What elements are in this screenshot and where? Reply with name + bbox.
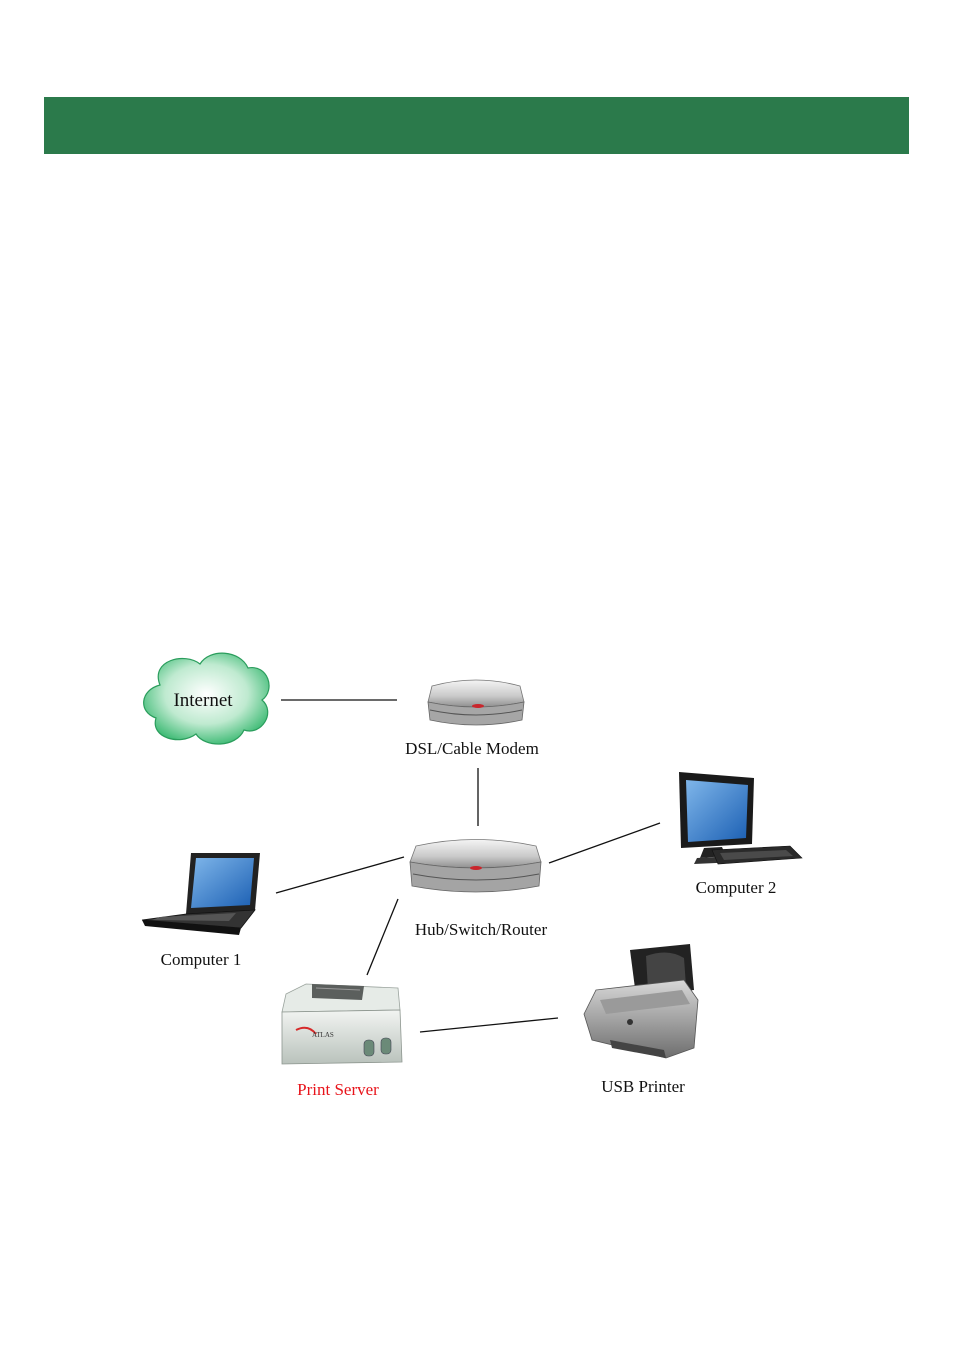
modem-icon <box>428 680 524 725</box>
computer1-label: Computer 1 <box>161 950 242 969</box>
modem-node: DSL/Cable Modem <box>405 680 539 758</box>
edge-hub-printserver <box>367 899 398 975</box>
internet-label: Internet <box>173 690 233 711</box>
internet-node: Internet <box>144 653 269 744</box>
modem-label: DSL/Cable Modem <box>405 739 539 758</box>
edge-hub-computer2 <box>549 823 660 863</box>
edge-computer1-hub <box>276 857 404 893</box>
router-icon <box>410 840 541 893</box>
hub-label: Hub/Switch/Router <box>415 920 548 939</box>
svg-text:ATLAS: ATLAS <box>312 1031 334 1039</box>
computer1-node: Computer 1 <box>142 853 260 969</box>
printer-icon <box>584 944 698 1058</box>
printer-label: USB Printer <box>601 1077 685 1096</box>
desktop-monitor-icon <box>679 772 802 864</box>
hub-node: Hub/Switch/Router <box>410 840 547 940</box>
edge-printserver-printer <box>420 1018 558 1032</box>
laptop-icon <box>142 853 260 935</box>
print-server-node: ATLAS Print Server <box>282 984 402 1099</box>
computer2-label: Computer 2 <box>696 878 777 897</box>
printer-node: USB Printer <box>584 944 698 1096</box>
computer2-node: Computer 2 <box>679 772 802 897</box>
print-server-icon: ATLAS <box>282 984 402 1064</box>
print-server-label: Print Server <box>297 1080 379 1099</box>
